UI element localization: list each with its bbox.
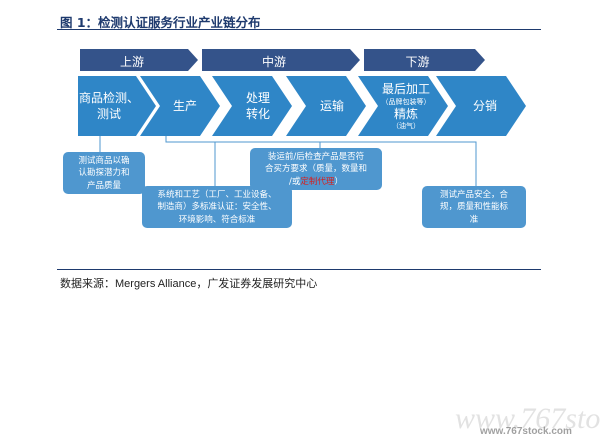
note-transport-line-2: 合买方要求（质量，数量和: [264, 164, 367, 175]
note-upstream-line-3: 产品质量: [86, 180, 121, 191]
stage-final-processing: 最后加工 （品牌包装等） 精炼 （油气）: [374, 76, 438, 136]
phase-arrow-midstream: [202, 49, 360, 71]
phase-upstream: 上游: [88, 52, 188, 70]
watermark-text: www.767stock.com: [480, 426, 572, 437]
stage-processing-line-1: 处理: [245, 90, 270, 105]
stage-production: 生产: [160, 76, 210, 136]
phase-downstream: 下游: [372, 52, 475, 70]
note-transport-tail: ）: [334, 176, 343, 187]
note-production-line-2: 制造商）多标准认证：安全性、: [157, 202, 277, 213]
phase-downstream-label: 下游: [405, 54, 430, 69]
stage-chevron-1: [78, 76, 156, 136]
note-downstream-line-3: 准: [469, 214, 479, 225]
note-upstream-line-1: 测试商品以确: [78, 156, 130, 166]
source-note: 数据来源：Mergers Alliance，广发证券发展研究中心: [60, 278, 318, 290]
note-transport-highlight: 定制代理: [300, 176, 335, 187]
stage-testing-line-2: 测试: [96, 107, 121, 121]
connector-lines: [99, 136, 477, 186]
phase-arrow-upstream: [80, 49, 198, 71]
stage-transport: 运输: [306, 76, 358, 136]
stage-processing: 处理 转化: [232, 76, 284, 136]
note-transport: 装运前/后检查产品是否符 合买方要求（质量，数量和 /或定制代理）: [250, 148, 382, 190]
stage-chevron-3: [212, 76, 292, 136]
phase-midstream: 中游: [210, 52, 350, 70]
title-rule: [57, 29, 541, 30]
note-downstream-line-1: 测试产品安全，合: [439, 190, 508, 200]
note-upstream: 测试商品以确 认勘探潜力和 产品质量: [63, 152, 145, 194]
stage-production-line-1: 生产: [172, 98, 197, 113]
stage-chevrons: [78, 76, 526, 136]
stage-testing-line-1: 商品检测、: [78, 90, 139, 105]
note-production-line-1: 系统和工艺（工厂、工业设备、: [157, 190, 277, 200]
stage-testing: 商品检测、 测试: [78, 76, 140, 136]
stage-distribution-line-1: 分销: [472, 98, 497, 113]
stage-final-line-3: 精炼: [393, 107, 418, 121]
note-transport-line-1: 装运前/后检查产品是否符: [267, 152, 365, 162]
note-transport-line-3a: /或: [289, 176, 301, 187]
watermark-logo: www.767stock.com: [455, 402, 601, 435]
stage-chevron-5: [358, 76, 448, 136]
stage-chevron-6: [436, 76, 526, 136]
stage-distribution: 分销: [456, 76, 514, 136]
figure-title: 图 1：检测认证服务行业产业链分布: [60, 15, 261, 30]
stage-final-line-4: （油气）: [392, 122, 420, 131]
phase-midstream-label: 中游: [261, 54, 286, 69]
stage-chevron-4: [286, 76, 366, 136]
source-rule: [57, 269, 541, 270]
phase-arrow-downstream: [364, 49, 485, 71]
note-downstream: 测试产品安全，合 规，质量和性能标 准: [422, 186, 526, 228]
phase-upstream-label: 上游: [119, 54, 144, 69]
stage-final-line-1: 最后加工: [381, 82, 430, 97]
stage-transport-line-1: 运输: [319, 98, 344, 113]
note-downstream-line-2: 规，质量和性能标: [439, 202, 508, 213]
note-production-line-3: 环境影响、符合标准: [178, 214, 256, 225]
stage-chevron-2: [140, 76, 220, 136]
note-upstream-line-2: 认勘探潜力和: [78, 168, 130, 179]
phase-arrows: [80, 49, 485, 71]
note-transport-line-3: /或定制代理）: [255, 176, 377, 188]
stage-processing-line-2: 转化: [245, 107, 270, 121]
note-production: 系统和工艺（工厂、工业设备、 制造商）多标准认证：安全性、 环境影响、符合标准: [142, 186, 292, 228]
stage-final-line-2: （品牌包装等）: [381, 97, 431, 106]
